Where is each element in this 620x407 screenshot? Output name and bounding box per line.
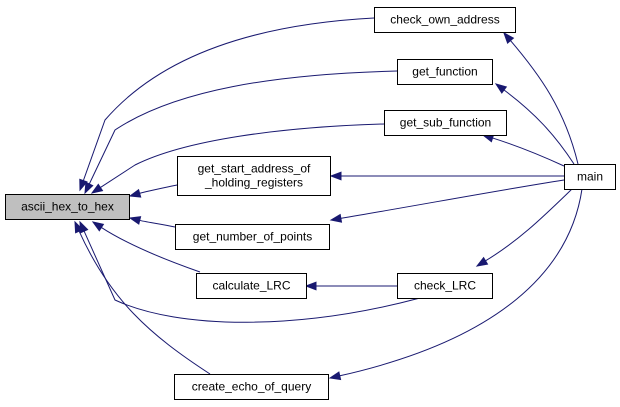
call-graph-nodes: ascii_hex_to_hex check_own_address get_fun… [5,7,616,400]
edge-line [338,188,583,377]
node-get_function[interactable]: get_function [397,59,493,85]
edge-arrowhead [304,281,317,291]
node-box [397,59,493,85]
edge-arrowhead [329,171,342,181]
node-label: get_sub_function [400,116,491,130]
edge-line [491,137,565,167]
node-get_sub_function[interactable]: get_sub_function [384,110,507,136]
edge-arrowhead [79,178,88,192]
node-box [196,273,307,299]
edge-line [78,230,211,375]
edge-arrowhead [90,183,104,194]
edge-line [484,188,573,262]
node-check_own_address[interactable]: check_own_address [374,7,516,33]
edge-main-to-get_sub_function [481,133,565,167]
node-label: get_number_of_points [193,230,312,244]
edge-line [83,230,421,323]
edge-line [339,179,565,219]
edge-arrowhead [503,31,515,44]
node-box [384,110,507,136]
node-label: create_echo_of_query [192,380,311,394]
edge-arrowhead [79,220,89,234]
node-box [397,273,493,299]
node-box [177,156,331,196]
edge-get_sub_function-to-ascii_hex_to_hex [90,123,385,194]
edge-arrowhead [328,371,342,381]
edge-main-to-get_start_address_of_holding_registers [329,171,564,181]
node-label: get_function [412,65,477,79]
node-label: _holding_registers [204,176,303,190]
node-box [175,224,330,250]
node-box [564,164,616,190]
edge-line [88,70,398,186]
node-calculate_LRC[interactable]: calculate_LRC [196,273,307,299]
edge-get_start_address_of_holding_registers-to-ascii_hex_to_hex [128,184,178,198]
node-label: calculate_LRC [212,279,290,293]
node-ascii_hex_to_hex[interactable]: ascii_hex_to_hex [5,194,130,220]
node-get_number_of_points[interactable]: get_number_of_points [175,224,330,250]
edge-arrowhead [128,216,142,225]
node-check_LRC[interactable]: check_LRC [397,273,493,299]
edge-line [509,39,579,165]
node-label: main [577,170,603,184]
edge-get_number_of_points-to-ascii_hex_to_hex [128,216,176,228]
node-box [5,194,130,220]
edge-main-to-check_own_address [503,31,579,165]
edge-arrowhead [475,256,489,267]
edge-line [100,226,201,273]
edge-arrowhead [84,181,94,195]
edge-line [502,88,575,165]
edge-check_LRC-to-calculate_LRC [304,281,398,291]
edge-line [138,219,176,228]
edge-line [99,123,385,189]
edge-arrowhead [494,83,508,94]
node-create_echo_of_query[interactable]: create_echo_of_query [174,374,329,400]
node-label: ascii_hex_to_hex [21,200,114,214]
edge-line [138,184,178,195]
edge-arrowhead [329,213,343,223]
edge-arrowhead [74,220,84,234]
node-get_start_address_of_holding_registers[interactable]: get_start_address_of_holding_registers [177,156,331,196]
edge-main-to-get_function [494,83,575,165]
edge-arrowhead [91,221,105,232]
node-box [174,374,329,400]
edge-arrowhead [128,188,142,198]
edge-calculate_LRC-to-ascii_hex_to_hex [91,221,201,273]
node-main[interactable]: main [564,164,616,190]
node-label: check_own_address [390,13,499,27]
edge-line [82,17,375,182]
node-box [374,7,516,33]
edge-get_function-to-ascii_hex_to_hex [84,70,398,195]
edge-create_echo_of_query-to-ascii_hex_to_hex [74,220,211,375]
node-label: check_LRC [414,279,476,293]
edge-check_own_address-to-ascii_hex_to_hex [79,17,375,192]
edge-main-to-get_number_of_points [329,179,565,223]
call-graph-edges [74,17,583,381]
edge-main-to-create_echo_of_query [328,188,583,381]
edge-main-to-check_LRC [475,188,573,267]
node-label: get_start_address_of [198,162,311,176]
